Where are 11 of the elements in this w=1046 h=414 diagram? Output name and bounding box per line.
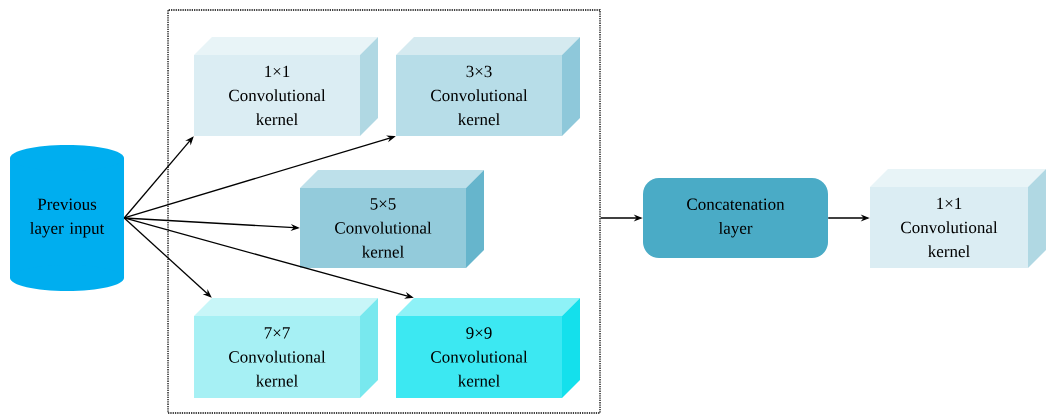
kernel-block: 1×1 Convolutional kernel: [870, 169, 1046, 268]
database-cylinder: Previous layer input: [10, 145, 124, 291]
dashed-frame: [167, 9, 601, 414]
arrow: [123, 136, 194, 219]
arrow: [123, 217, 212, 298]
kernel-block: 1×1 Convolutional kernel: [194, 37, 378, 136]
kernel-block: 7×7 Convolutional kernel: [194, 298, 378, 398]
kernel-block: 5×5 Convolutional kernel: [300, 170, 484, 268]
kernel-block: 3×3 Convolutional kernel: [396, 37, 580, 136]
kernel-block: 9×9 Convolutional kernel: [396, 298, 580, 398]
layer-box: Concatenation layer: [643, 178, 828, 258]
